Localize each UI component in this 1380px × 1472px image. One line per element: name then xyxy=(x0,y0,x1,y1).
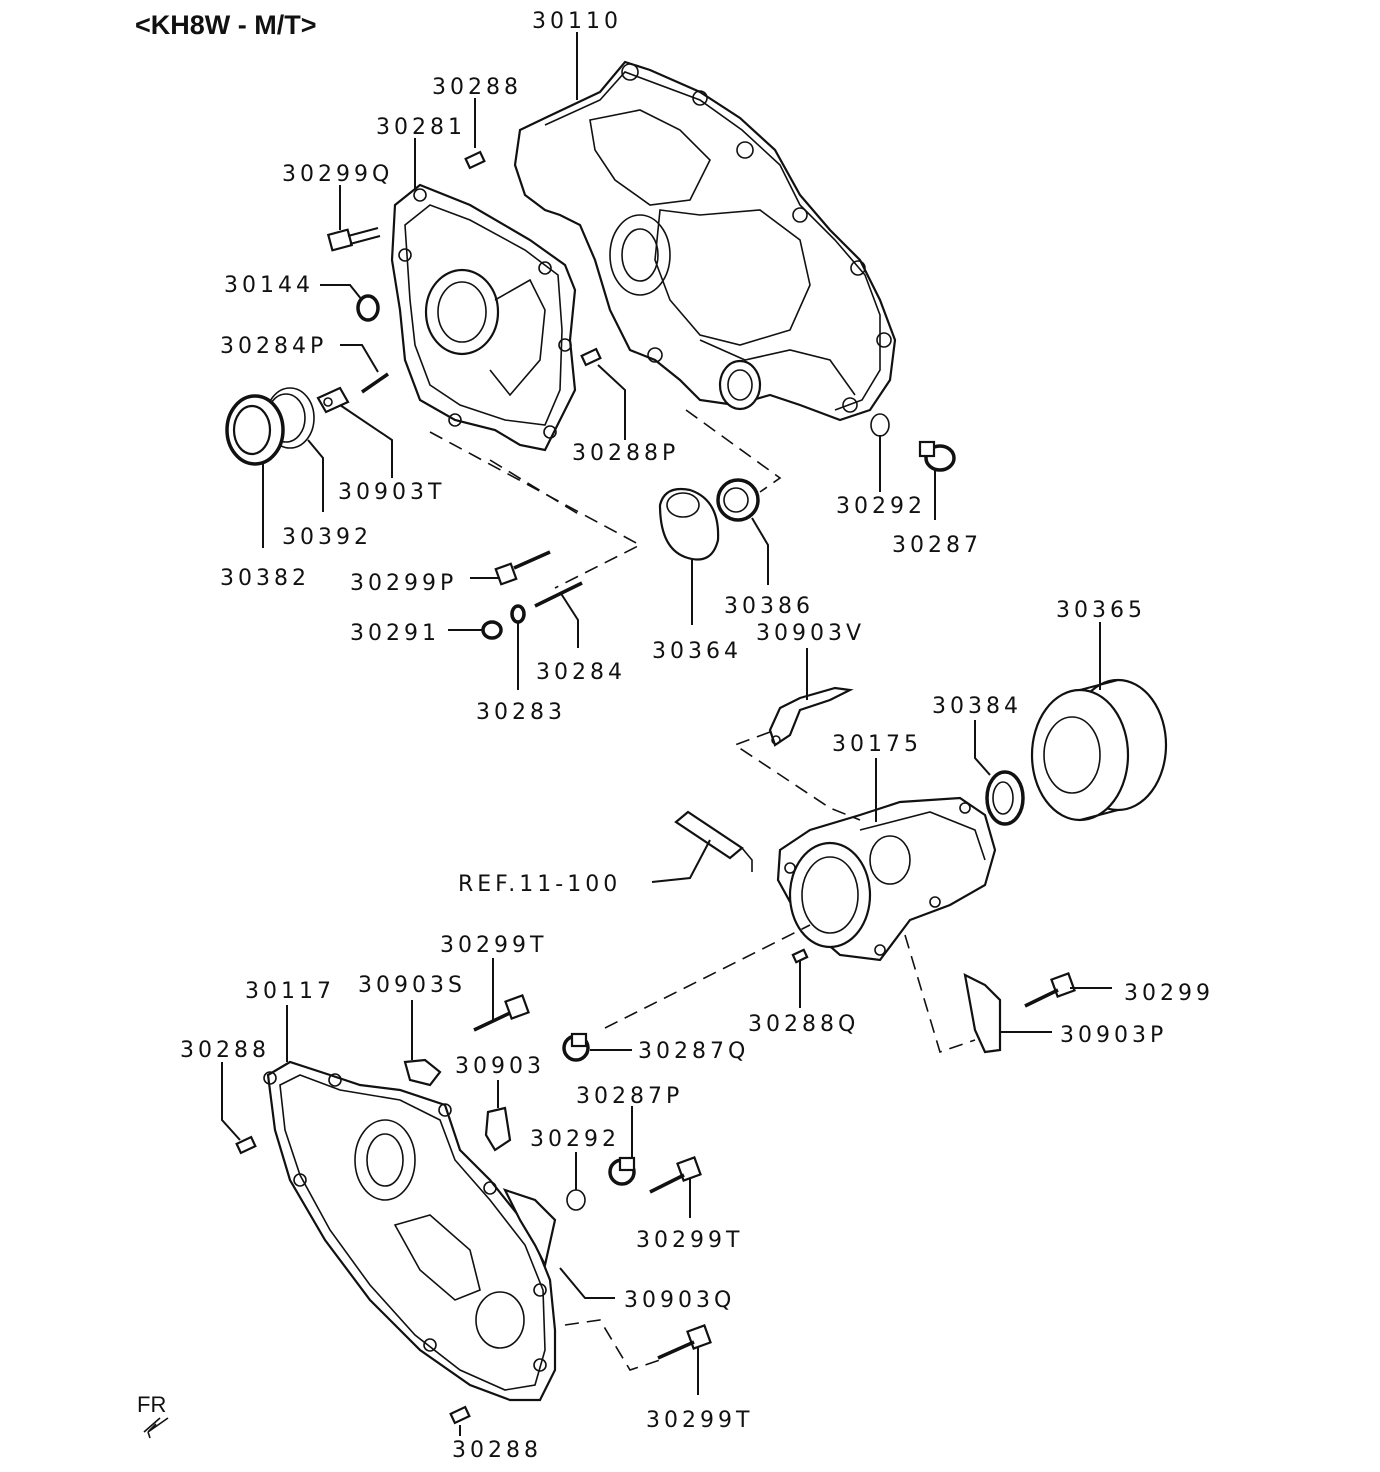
callout-30284: 30284 xyxy=(536,660,626,685)
callout-30903Q: 30903Q xyxy=(624,1288,735,1313)
oil-seal-30386 xyxy=(716,478,760,522)
drain-plug-30287 xyxy=(918,440,956,472)
bearing-30365 xyxy=(1030,678,1168,822)
callout-30284P: 30284P xyxy=(220,334,327,359)
callout-30175: 30175 xyxy=(832,732,922,757)
bracket-30903P xyxy=(963,973,1002,1054)
callout-30299Q: 30299Q xyxy=(282,162,393,187)
callout-30903T: 30903T xyxy=(338,480,445,505)
dowel-pin-30288Q xyxy=(791,948,809,964)
front-arrow-icon xyxy=(143,1417,169,1439)
callout-30903V: 30903V xyxy=(756,621,865,646)
bracket-30903 xyxy=(484,1106,512,1152)
callout-30287P: 30287P xyxy=(576,1084,683,1109)
callout-30144: 30144 xyxy=(224,273,314,298)
bracket-30903T xyxy=(316,386,350,414)
bolt-30299Q xyxy=(326,227,381,252)
bracket-30903S xyxy=(403,1058,442,1087)
diagram-title: <KH8W - M/T> xyxy=(135,10,317,40)
assembly-line-3 xyxy=(685,409,782,493)
plug-30287Q xyxy=(562,1032,590,1062)
dowel-pin-30288-lower xyxy=(235,1135,257,1155)
snap-ring-30292 xyxy=(870,413,890,437)
callout-ref-11-100: REF.11-100 xyxy=(458,872,621,897)
sealant-tube-ref xyxy=(674,810,753,872)
bracket-30903Q xyxy=(502,1188,557,1269)
washer-30283 xyxy=(510,604,526,624)
cover-plate-30281 xyxy=(390,183,577,452)
callout-30288-bottom: 30288 xyxy=(452,1438,542,1463)
bolt-30299T-upper xyxy=(473,994,530,1032)
dowel-pin-30288 xyxy=(464,150,486,170)
bolt-30299T-lower xyxy=(657,1324,712,1360)
callout-30903S: 30903S xyxy=(358,973,466,998)
callout-30291: 30291 xyxy=(350,621,440,646)
callout-30281: 30281 xyxy=(376,115,466,140)
callout-30288P: 30288P xyxy=(572,441,679,466)
assembly-line-5 xyxy=(904,934,976,1054)
bolt-30299 xyxy=(1024,972,1076,1008)
callout-30392: 30392 xyxy=(282,525,372,550)
callout-30365: 30365 xyxy=(1056,598,1146,623)
assembly-line-6 xyxy=(604,924,811,1029)
dowel-pin-30288P xyxy=(580,347,602,367)
callout-30299T-1: 30299T xyxy=(440,933,547,958)
callout-30110: 30110 xyxy=(532,9,622,34)
bracket-30903V xyxy=(768,686,854,747)
callout-30299P: 30299P xyxy=(350,571,457,596)
callout-30288-lower: 30288 xyxy=(180,1038,270,1063)
callout-30299: 30299 xyxy=(1124,981,1214,1006)
callout-30903: 30903 xyxy=(455,1054,545,1079)
callout-30364: 30364 xyxy=(652,639,742,664)
stud-30284 xyxy=(534,581,583,608)
washer-30144 xyxy=(356,294,380,322)
callout-30299T-3: 30299T xyxy=(646,1408,753,1433)
callout-30382: 30382 xyxy=(220,566,310,591)
callout-30288Q: 30288Q xyxy=(748,1012,859,1037)
transfer-case-30117 xyxy=(263,1060,557,1402)
callout-30287: 30287 xyxy=(892,533,982,558)
callout-30299T-2: 30299T xyxy=(636,1228,743,1253)
bolt-30299T-middle xyxy=(649,1156,702,1194)
assembly-line-4 xyxy=(733,731,861,821)
callout-30903P: 30903P xyxy=(1060,1023,1167,1048)
callout-30292: 30292 xyxy=(836,494,926,519)
callout-30292-lower: 30292 xyxy=(530,1127,620,1152)
callout-30283: 30283 xyxy=(476,700,566,725)
assembly-line-7 xyxy=(564,1319,661,1371)
plug-30287P xyxy=(608,1156,636,1186)
callout-30117: 30117 xyxy=(245,979,335,1004)
assembly-line-2 xyxy=(489,459,581,516)
assembly-line-1 xyxy=(429,431,642,589)
leader-lines xyxy=(221,32,1112,1436)
extension-housing-30175 xyxy=(776,796,997,962)
snap-ring-30292-lower xyxy=(566,1189,586,1211)
callout-30287Q: 30287Q xyxy=(638,1039,749,1064)
bolt-30299P xyxy=(494,550,551,586)
stud-30284P xyxy=(361,372,389,394)
callout-30288: 30288 xyxy=(432,75,522,100)
callout-labels: 30110 30288 30281 30299Q 30144 30284P 30… xyxy=(180,9,1214,1463)
nut-30291 xyxy=(481,620,503,640)
oil-seal-30382 xyxy=(225,394,285,466)
oil-seal-30384 xyxy=(985,770,1025,826)
transfer-case-housing-30110 xyxy=(513,60,897,422)
dowel-pin-30288-bottom xyxy=(449,1405,471,1425)
front-direction-label: FR xyxy=(137,1392,166,1417)
dust-cover-30364 xyxy=(658,487,720,561)
callout-30384: 30384 xyxy=(932,694,1022,719)
callout-30386: 30386 xyxy=(724,594,814,619)
